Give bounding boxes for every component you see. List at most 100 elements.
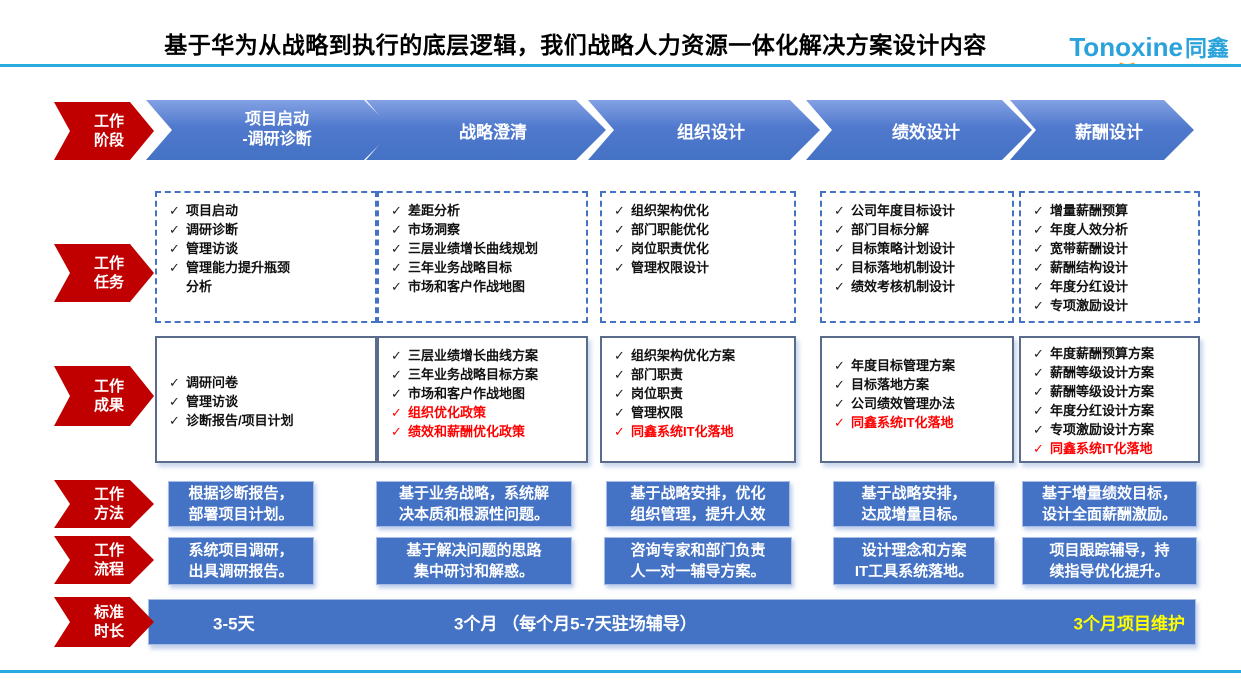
tasks-box-col1: ✓项目启动 ✓调研诊断 ✓管理访谈 ✓管理能力提升瓶颈 分析: [155, 191, 377, 323]
row-label-methods: 工作 方法: [54, 480, 154, 528]
check-icon: ✓: [1033, 241, 1044, 256]
check-icon: ✓: [614, 367, 625, 382]
check-icon: ✓: [834, 203, 845, 218]
result-item: ✓年度薪酬预算方案: [1033, 346, 1155, 361]
tasks-box-col3: ✓组织架构优化 ✓部门职能优化 ✓岗位职责优化 ✓管理权限设计: [600, 191, 796, 323]
check-icon: ✓: [834, 415, 845, 430]
check-icon: ✓: [834, 279, 845, 294]
task-item: ✓三年业务战略目标: [391, 260, 513, 275]
result-item: ✓诊断报告/项目计划: [169, 413, 294, 428]
results-box-col3: ✓组织架构优化方案 ✓部门职责 ✓岗位职责 ✓管理权限 ✓同鑫系统IT化落地: [600, 336, 796, 463]
check-icon: ✓: [169, 413, 180, 428]
check-icon: ✓: [834, 222, 845, 237]
result-item: ✓专项激励设计方案: [1033, 422, 1155, 437]
task-item: ✓管理权限设计: [614, 260, 710, 275]
phase-arrow-4: 绩效设计: [806, 100, 1032, 160]
result-item: ✓组织优化政策: [391, 405, 487, 420]
row-label-duration: 标准 时长: [54, 597, 154, 647]
check-icon: ✓: [391, 279, 402, 294]
row-label-results: 工作 成果: [54, 366, 154, 426]
check-icon: ✓: [1033, 346, 1044, 361]
phase-arrow-3: 组织设计: [588, 100, 820, 160]
task-item: ✓岗位职责优化: [614, 241, 710, 256]
task-item: ✓目标策略计划设计: [834, 241, 956, 256]
check-icon: ✓: [391, 348, 402, 363]
check-icon: ✓: [391, 203, 402, 218]
result-item: ✓管理访谈: [169, 394, 239, 409]
result-item: ✓同鑫系统IT化落地: [1033, 441, 1153, 456]
result-item: ✓调研问卷: [169, 375, 239, 390]
result-item: ✓同鑫系统IT化落地: [614, 424, 734, 439]
company-logo: Tonoxine 同鑫: [1069, 31, 1229, 67]
task-item: ✓市场洞察: [391, 222, 461, 237]
result-item: ✓年度分红设计方案: [1033, 403, 1155, 418]
result-item: ✓岗位职责: [614, 386, 684, 401]
phase-arrow-1: 项目启动 -调研诊断: [146, 100, 394, 160]
check-icon: ✓: [614, 241, 625, 256]
tasks-box-col2: ✓差距分析 ✓市场洞察 ✓三层业绩增长曲线规划 ✓三年业务战略目标 ✓市场和客户…: [377, 191, 588, 323]
task-item: ✓专项激励设计: [1033, 298, 1129, 313]
task-item: ✓部门目标分解: [834, 222, 930, 237]
results-box-col4: ✓年度目标管理方案 ✓目标落地方案 ✓公司绩效管理办法 ✓同鑫系统IT化落地: [820, 336, 1014, 463]
method-box-col1: 根据诊断报告， 部署项目计划。: [168, 481, 314, 527]
check-icon: ✓: [1033, 441, 1044, 456]
phase-arrow-2: 战略澄清: [366, 100, 606, 160]
duration-phase1: 3-5天: [213, 614, 255, 634]
task-item: ✓组织架构优化: [614, 203, 710, 218]
check-icon: ✓: [391, 222, 402, 237]
bottom-divider: [0, 670, 1241, 673]
check-icon: ✓: [391, 241, 402, 256]
task-item: ✓宽带薪酬设计: [1033, 241, 1129, 256]
task-item: ✓薪酬结构设计: [1033, 260, 1129, 275]
task-item: ✓管理访谈: [169, 241, 239, 256]
method-box-col2: 基于业务战略，系统解 决本质和根源性问题。: [376, 481, 572, 527]
results-box-col5: ✓年度薪酬预算方案 ✓薪酬等级设计方案 ✓薪酬等级设计方案 ✓年度分红设计方案 …: [1019, 336, 1200, 463]
check-icon: ✓: [169, 222, 180, 237]
result-item: ✓同鑫系统IT化落地: [834, 415, 954, 430]
check-icon: ✓: [614, 348, 625, 363]
check-icon: ✓: [1033, 298, 1044, 313]
process-box-col4: 设计理念和方案 IT工具系统落地。: [833, 537, 995, 585]
check-icon: ✓: [169, 203, 180, 218]
check-icon: ✓: [1033, 260, 1044, 275]
check-icon: ✓: [391, 260, 402, 275]
row-label-process: 工作 流程: [54, 536, 154, 584]
result-item: ✓市场和客户作战地图: [391, 386, 526, 401]
logo-cjk-text: 同鑫: [1184, 36, 1229, 61]
check-icon: ✓: [834, 358, 845, 373]
process-box-col3: 咨询专家和部门负责 人一对一辅导方案。: [604, 537, 792, 585]
method-box-col3: 基于战略安排，优化 组织管理，提升人效: [606, 481, 790, 527]
check-icon: ✓: [1033, 203, 1044, 218]
result-item: ✓三年业务战略目标方案: [391, 367, 539, 382]
check-icon: ✓: [614, 203, 625, 218]
task-item: ✓三层业绩增长曲线规划: [391, 241, 539, 256]
check-icon: ✓: [614, 424, 625, 439]
check-icon: ✓: [614, 386, 625, 401]
duration-phases2to4: 3个月 （每个月5-7天驻场辅导）: [454, 614, 697, 634]
check-icon: ✓: [614, 405, 625, 420]
process-box-col2: 基于解决问题的思路 集中研讨和解惑。: [376, 537, 572, 585]
result-item: ✓薪酬等级设计方案: [1033, 365, 1155, 380]
process-box-col1: 系统项目调研， 出具调研报告。: [168, 537, 314, 585]
result-item: ✓绩效和薪酬优化政策: [391, 424, 526, 439]
check-icon: ✓: [1033, 403, 1044, 418]
page-title: 基于华为从战略到执行的底层逻辑，我们战略人力资源一体化解决方案设计内容: [164, 32, 987, 58]
check-icon: ✓: [391, 367, 402, 382]
result-item: ✓薪酬等级设计方案: [1033, 384, 1155, 399]
task-item: ✓项目启动: [169, 203, 239, 218]
results-box-col2: ✓三层业绩增长曲线方案 ✓三年业务战略目标方案 ✓市场和客户作战地图 ✓组织优化…: [377, 336, 588, 463]
check-icon: ✓: [1033, 365, 1044, 380]
task-item: ✓绩效考核机制设计: [834, 279, 956, 294]
check-icon: ✓: [169, 375, 180, 390]
result-item: ✓三层业绩增长曲线方案: [391, 348, 539, 363]
check-icon: ✓: [391, 405, 402, 420]
check-icon: ✓: [834, 377, 845, 392]
result-item: ✓组织架构优化方案: [614, 348, 736, 363]
result-item: ✓部门职责: [614, 367, 684, 382]
check-icon: ✓: [169, 260, 180, 275]
task-item: ✓增量薪酬预算: [1033, 203, 1129, 218]
check-icon: ✓: [834, 260, 845, 275]
result-item: ✓公司绩效管理办法: [834, 396, 956, 411]
tasks-box-col4: ✓公司年度目标设计 ✓部门目标分解 ✓目标策略计划设计 ✓目标落地机制设计 ✓绩…: [820, 191, 1014, 323]
